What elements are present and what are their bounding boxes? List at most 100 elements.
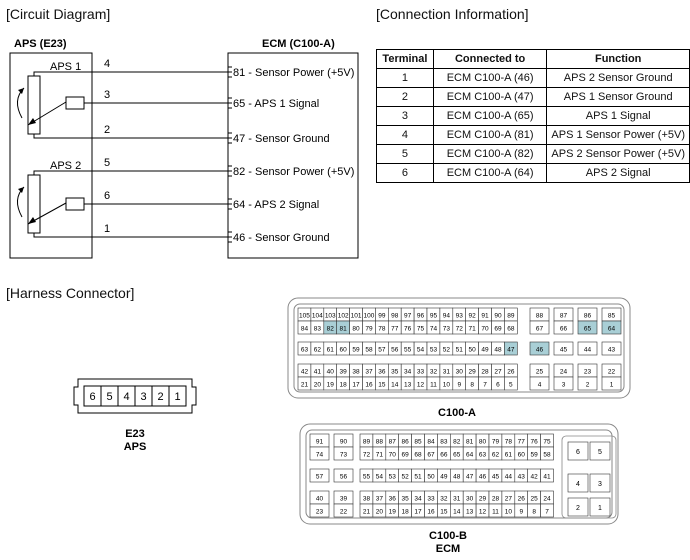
c100b-pin-label: 26 <box>518 496 526 503</box>
c100b-pin-label: 29 <box>479 496 487 503</box>
c100a-pin-cell <box>529 320 550 335</box>
c100b-pin-label: 50 <box>427 474 435 481</box>
cell-function: APS 1 Sensor Power (+5V) <box>546 125 690 145</box>
c100a-pin-label: 65 <box>584 326 592 333</box>
c100b-pin-label: 51 <box>414 474 422 481</box>
c100b-pin-label: 47 <box>466 474 474 481</box>
c100a-pin-label: 44 <box>584 347 592 354</box>
e23-pin-label: 1 <box>174 391 180 403</box>
cell-terminal: 6 <box>376 163 434 183</box>
cell-terminal: 4 <box>376 125 434 145</box>
c100a-label: C100-A <box>438 407 476 419</box>
c100b-pin-cell <box>589 497 611 517</box>
c100b-pin-label: 84 <box>427 439 435 446</box>
aps-pin-label: 6 <box>104 190 110 202</box>
ecm-terminal-label: 82 - Sensor Power (+5V) <box>233 166 354 178</box>
c100a-pin-label: 3 <box>562 382 566 389</box>
c100b-pin-label: 16 <box>427 509 435 516</box>
c100b-pin-label: 91 <box>316 439 324 446</box>
cell-function: APS 2 Sensor Ground <box>546 68 690 88</box>
c100a-pin-label: 67 <box>536 326 544 333</box>
c100a-pin-label: 62 <box>314 347 322 354</box>
c100a-pin-cell <box>504 341 518 356</box>
c100b-pin-cell <box>589 473 611 493</box>
c100a-pin-label: 85 <box>608 313 616 320</box>
c100a-pin-label: 11 <box>430 382 437 389</box>
c100a-pin-label: 66 <box>560 326 568 333</box>
aps-pin-label: 5 <box>104 157 110 169</box>
c100a-pin-label: 90 <box>494 313 502 320</box>
c100a-pin-label: 76 <box>404 326 412 333</box>
c100a-pin-label: 80 <box>352 326 360 333</box>
c100b-pin-label: 7 <box>545 509 549 516</box>
c100a-pin-label: 47 <box>507 347 515 354</box>
c100a-pin-label: 35 <box>391 369 399 376</box>
c100a-pin-label: 49 <box>481 347 489 354</box>
c100b-pin-label: 70 <box>389 452 397 459</box>
e23-pin-label: 6 <box>89 391 95 403</box>
c100b-pin-label: 49 <box>440 474 448 481</box>
c100b-pin-label: 2 <box>576 505 580 512</box>
c100a-pin-label: 68 <box>507 326 515 333</box>
c100b-pin-label: 40 <box>316 496 324 503</box>
c100a-pin-label: 13 <box>404 382 412 389</box>
c100a-pin-label: 12 <box>417 382 425 389</box>
c100a-pin-label: 93 <box>456 313 464 320</box>
c100b-pin-cell <box>567 441 589 461</box>
c100a-pin-label: 72 <box>456 326 464 333</box>
c100a-pin-label: 2 <box>586 382 590 389</box>
c100b-pin-label: 89 <box>363 439 371 446</box>
c100a-pin-label: 97 <box>404 313 412 320</box>
c100a-pin-label: 22 <box>608 369 616 376</box>
c100a-pin-label: 89 <box>507 313 515 320</box>
c100a-pin-label: 74 <box>430 326 438 333</box>
c100a-pin-label: 39 <box>340 369 348 376</box>
c100a-pin-label: 41 <box>314 369 322 376</box>
c100b-pin-label: 45 <box>492 474 500 481</box>
c100b-pin-label: 6 <box>576 449 580 456</box>
c100a-pin-label: 6 <box>496 382 500 389</box>
c100b-pin-cell <box>333 503 354 518</box>
c100b-pin-cell <box>540 468 554 483</box>
c100a-pin-label: 17 <box>352 382 360 389</box>
c100b-pin-label: 14 <box>453 509 461 516</box>
c100a-pin-label: 105 <box>299 313 310 320</box>
c100b-pin-label: 21 <box>363 509 371 516</box>
c100a-pin-label: 73 <box>443 326 451 333</box>
c100a-pin-label: 18 <box>340 382 348 389</box>
c100b-pin-label: 61 <box>505 452 513 459</box>
c100a-pin-label: 46 <box>536 347 544 354</box>
c100a-pin-label: 101 <box>351 313 362 320</box>
e23-pin-label: 4 <box>123 391 129 403</box>
c100b-pin-label: 58 <box>543 452 551 459</box>
c100b-pin-label: 62 <box>492 452 500 459</box>
c100a-pin-label: 10 <box>443 382 451 389</box>
c100a-pin-label: 92 <box>469 313 477 320</box>
c100b-pin-label: 18 <box>402 509 410 516</box>
c100b-pin-label: 42 <box>531 474 539 481</box>
c100a-pin-cell <box>577 341 598 356</box>
c100b-pin-label: 15 <box>440 509 448 516</box>
c100a-pin-label: 27 <box>494 369 502 376</box>
c100a-pin-label: 94 <box>443 313 451 320</box>
c100b-pin-label: 69 <box>402 452 410 459</box>
c100a-pin-label: 59 <box>352 347 360 354</box>
c100a-pin-cell <box>601 376 622 391</box>
c100b-pin-label: 3 <box>598 481 602 488</box>
c100b-pin-label: 12 <box>479 509 487 516</box>
c100b-pin-label: 11 <box>492 509 499 516</box>
c100a-pin-label: 32 <box>430 369 438 376</box>
c100b-pin-label: 46 <box>479 474 487 481</box>
c100b-pin-label: 55 <box>363 474 371 481</box>
c100b-pin-label: 79 <box>492 439 500 446</box>
c100a-pin-label: 54 <box>417 347 425 354</box>
c100a-pin-label: 45 <box>560 347 568 354</box>
e23-pin-label: 5 <box>106 391 112 403</box>
cell-connected: ECM C100-A (64) <box>432 163 548 183</box>
c100a-pin-label: 82 <box>327 326 335 333</box>
c100a-pin-label: 64 <box>608 326 616 333</box>
cell-connected: ECM C100-A (82) <box>432 144 548 164</box>
c100b-pin-label: 63 <box>479 452 487 459</box>
